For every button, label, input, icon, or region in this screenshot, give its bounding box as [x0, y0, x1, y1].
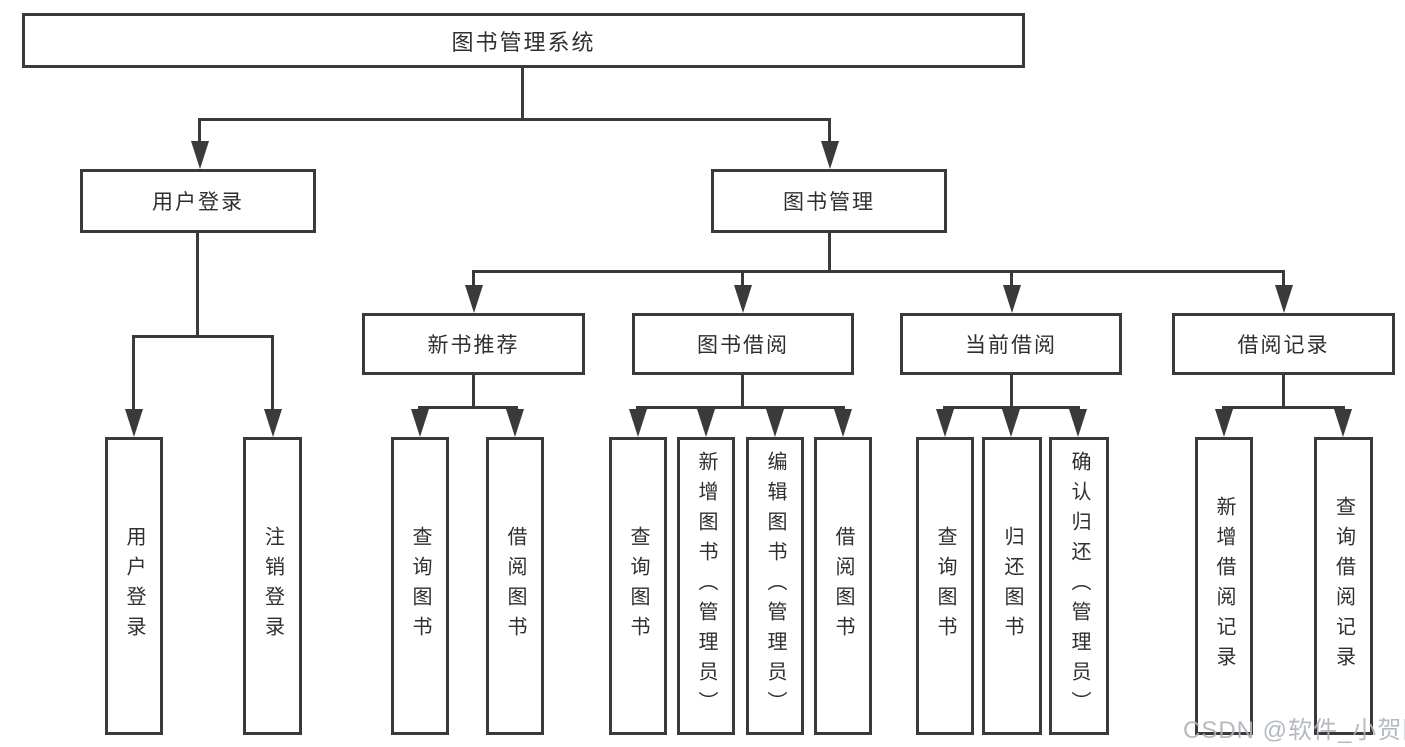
connector-line	[1010, 270, 1013, 288]
arrowhead-icon	[1001, 409, 1020, 437]
leaf-bb-query-books: 查询图书	[609, 437, 667, 735]
arrowhead-icon	[696, 409, 715, 437]
leaf-cb-return-books: 归还图书	[982, 437, 1042, 735]
leaf-br-add-record: 新增借阅记录	[1195, 437, 1253, 735]
arrowhead-icon	[190, 141, 209, 169]
connector-line	[419, 406, 518, 409]
node-book-management: 图书管理	[711, 169, 947, 233]
connector-line	[198, 118, 831, 121]
leaf-cb-query-books: 查询图书	[916, 437, 974, 735]
connector-line	[828, 233, 831, 272]
leaf-cb-confirm-return-admin: 确认归还（管理员）	[1049, 437, 1109, 735]
leaf-nb-borrow-books: 借阅图书	[486, 437, 544, 735]
connector-line	[472, 375, 475, 408]
connector-line	[196, 233, 199, 337]
watermark: CSDN @软件_小贺同学	[1183, 717, 1405, 744]
connector-line	[1282, 375, 1285, 408]
connector-line	[198, 118, 201, 146]
connector-line	[472, 270, 1285, 273]
leaf-bb-edit-books-admin: 编辑图书（管理员）	[746, 437, 804, 735]
connector-line	[636, 406, 845, 409]
arrowhead-icon	[935, 409, 954, 437]
arrowhead-icon	[765, 409, 784, 437]
leaf-bb-add-books-admin: 新增图书（管理员）	[677, 437, 735, 735]
connector-line	[741, 270, 744, 288]
arrowhead-icon	[1214, 409, 1233, 437]
connector-line	[828, 118, 831, 146]
connector-line	[132, 335, 135, 413]
connector-line	[271, 335, 274, 413]
node-new-book-recommend: 新书推荐	[362, 313, 585, 375]
arrowhead-icon	[1002, 285, 1021, 313]
connector-line	[1223, 406, 1345, 409]
connector-line	[1010, 375, 1013, 408]
arrowhead-icon	[628, 409, 647, 437]
connector-line	[132, 335, 274, 338]
node-book-borrow: 图书借阅	[632, 313, 854, 375]
arrowhead-icon	[733, 285, 752, 313]
arrowhead-icon	[124, 409, 143, 437]
leaf-user-login: 用户登录	[105, 437, 163, 735]
node-current-borrow: 当前借阅	[900, 313, 1122, 375]
connector-line	[1282, 270, 1285, 288]
leaf-br-query-record: 查询借阅记录	[1314, 437, 1373, 735]
arrowhead-icon	[505, 409, 524, 437]
arrowhead-icon	[820, 141, 839, 169]
connector-line	[944, 406, 1080, 409]
arrowhead-icon	[1274, 285, 1293, 313]
node-user-login: 用户登录	[80, 169, 316, 233]
leaf-logout: 注销登录	[243, 437, 302, 735]
connector-line	[741, 375, 744, 408]
arrowhead-icon	[1068, 409, 1087, 437]
leaf-bb-borrow-books: 借阅图书	[814, 437, 872, 735]
connector-line	[521, 68, 524, 120]
arrowhead-icon	[833, 409, 852, 437]
arrowhead-icon	[410, 409, 429, 437]
node-borrow-records: 借阅记录	[1172, 313, 1395, 375]
node-root: 图书管理系统	[22, 13, 1025, 68]
connector-line	[472, 270, 475, 288]
arrowhead-icon	[263, 409, 282, 437]
leaf-nb-query-books: 查询图书	[391, 437, 449, 735]
arrowhead-icon	[1333, 409, 1352, 437]
arrowhead-icon	[464, 285, 483, 313]
